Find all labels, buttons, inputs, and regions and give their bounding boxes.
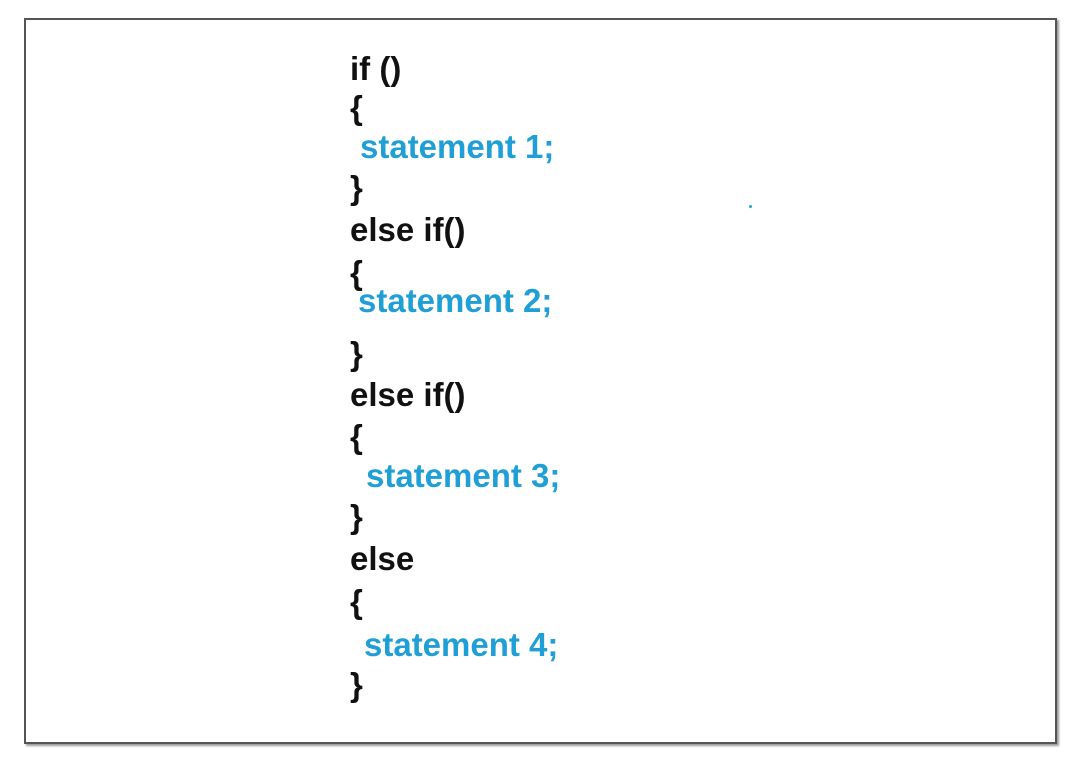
open-brace-3: { [350, 418, 363, 455]
open-brace-2: { [350, 254, 363, 291]
else-if-line-1: else if() [350, 211, 466, 248]
statement-2: statement 2; [358, 282, 553, 319]
close-brace-3: } [350, 498, 363, 535]
statement-4: statement 4; [364, 626, 559, 663]
statement-3: statement 3; [366, 457, 561, 494]
close-brace-2: } [350, 335, 363, 372]
stray-dot [749, 205, 752, 208]
open-brace-1: { [350, 89, 363, 126]
else-line: else [350, 540, 415, 577]
if-line: if () [350, 50, 402, 87]
diagram-frame [24, 18, 1057, 744]
close-brace-1: } [350, 169, 363, 206]
else-if-line-2: else if() [350, 376, 466, 413]
open-brace-4: { [350, 583, 363, 620]
statement-1: statement 1; [360, 128, 555, 165]
close-brace-4: } [350, 666, 363, 703]
